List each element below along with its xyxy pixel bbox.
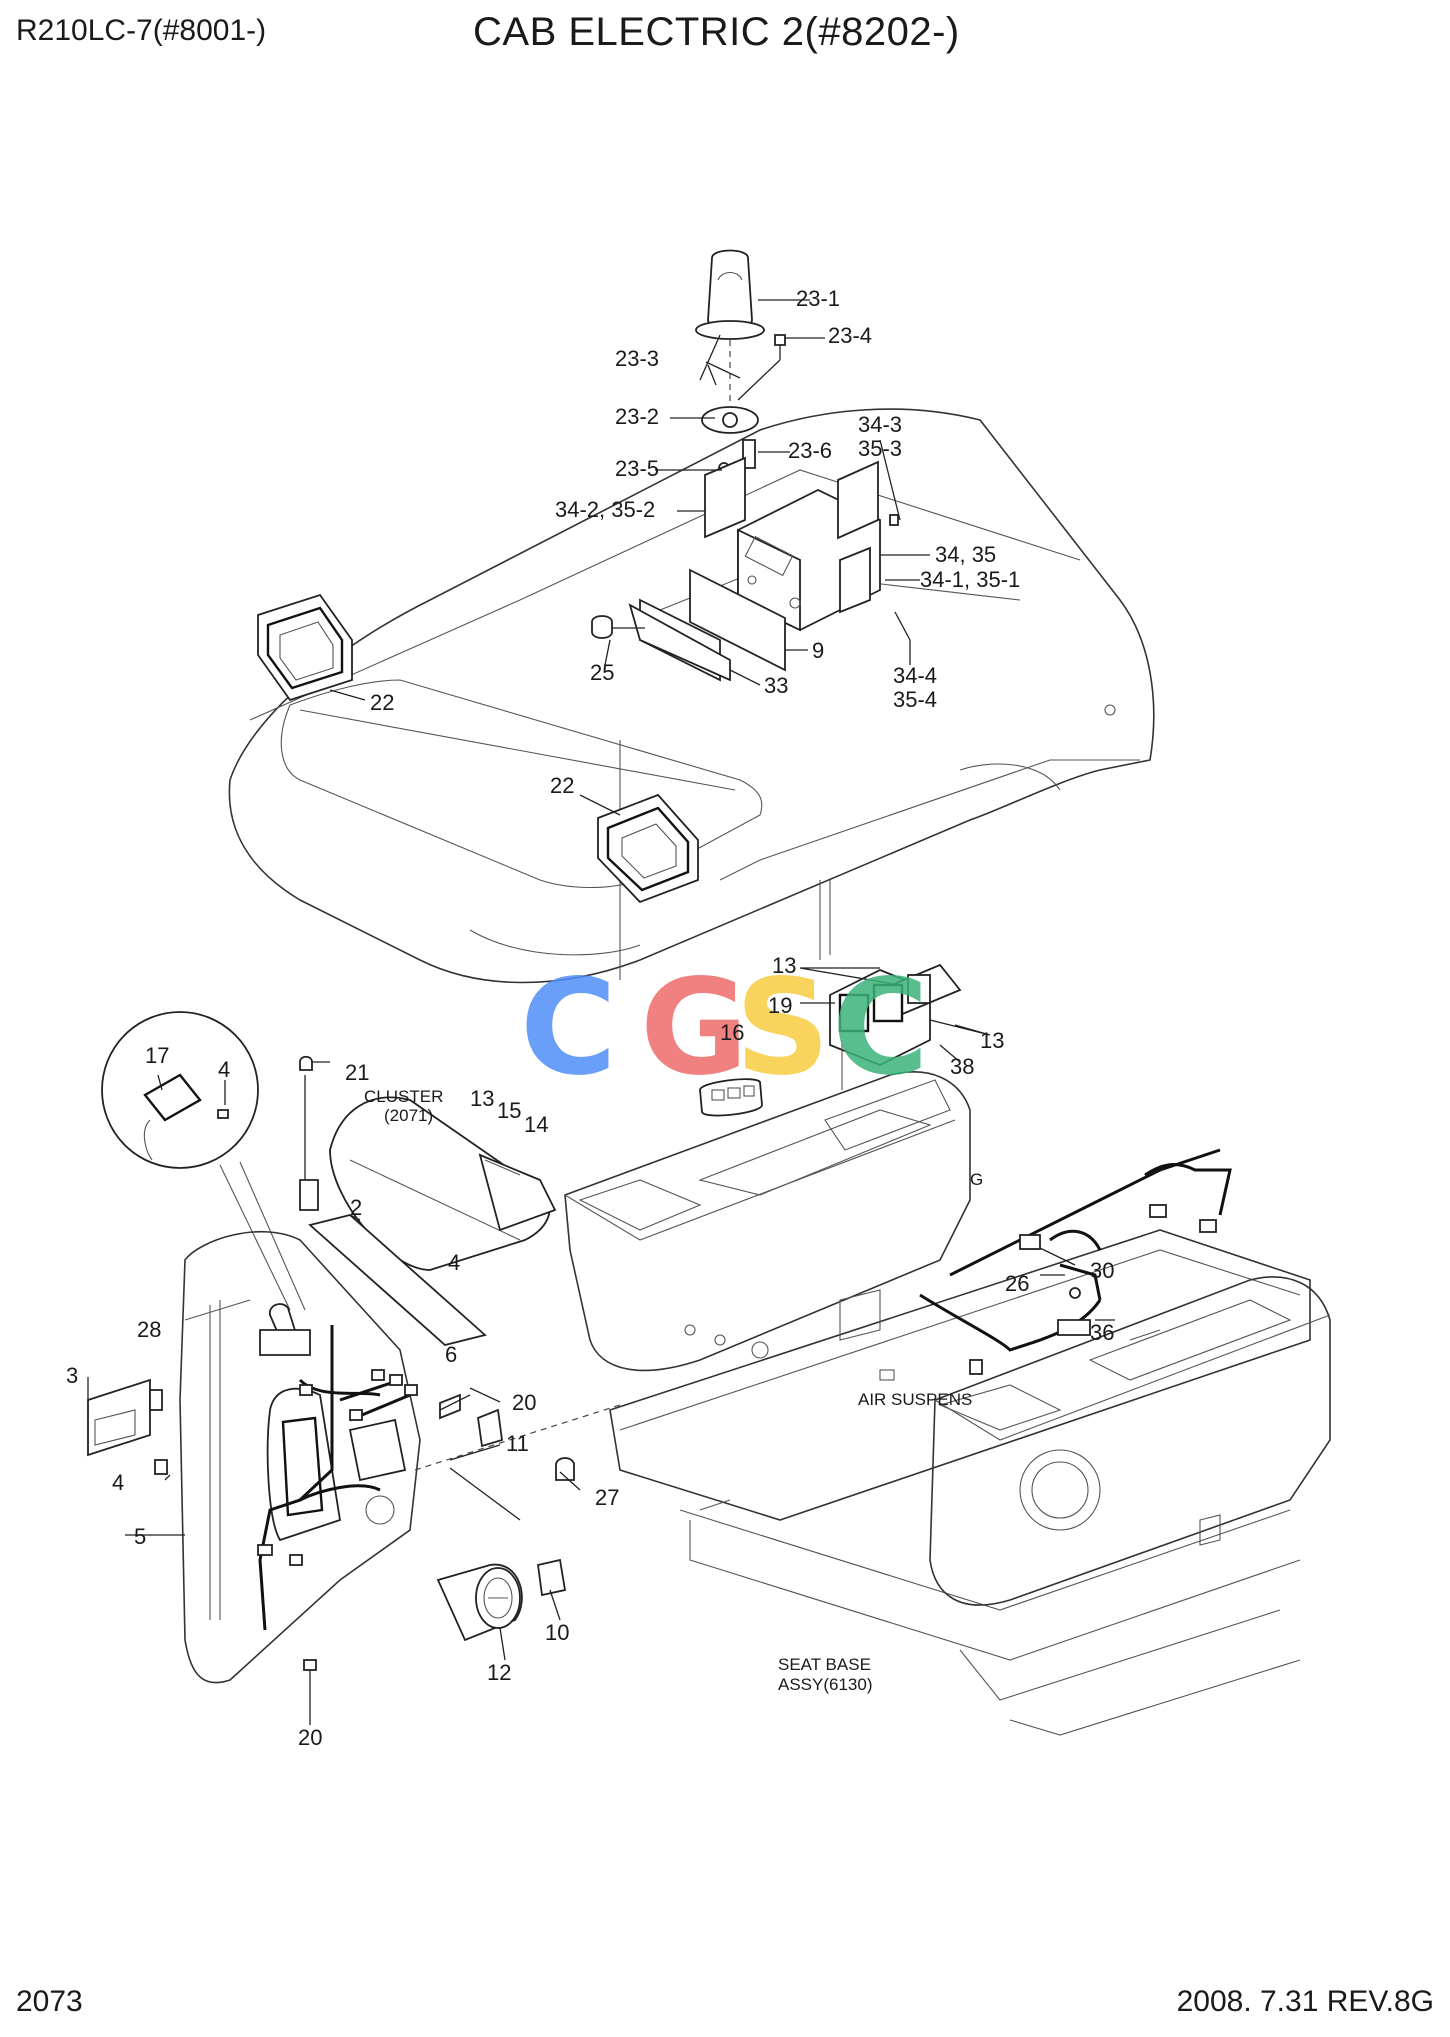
watermark-letter: C — [520, 951, 617, 1105]
callout: 36 — [1090, 1320, 1114, 1345]
bracket-3 — [87, 1377, 163, 1457]
side-panel — [179, 1231, 421, 1684]
model-number: R210LC-7(#8001-) — [16, 14, 267, 47]
callout: 13 — [470, 1086, 494, 1111]
note-seat-base: SEAT BASE — [778, 1655, 871, 1674]
callout: 6 — [445, 1342, 457, 1367]
callout: 20 — [512, 1390, 536, 1415]
callout: 15 — [497, 1098, 521, 1123]
note-partial-g: G — [970, 1170, 983, 1189]
callout: 3 — [66, 1363, 78, 1388]
speaker-housing — [591, 568, 786, 682]
callout: 25 — [590, 660, 614, 685]
callout: 13 — [772, 953, 796, 978]
callout: 4 — [112, 1470, 124, 1495]
callout: 23-6 — [788, 438, 832, 463]
callout: 23-5 — [615, 456, 659, 481]
callout: 4 — [448, 1250, 460, 1275]
callout: 27 — [595, 1485, 619, 1510]
callout: 35-3 — [858, 436, 902, 461]
callout: 23-4 — [828, 323, 872, 348]
callout: 23-2 — [615, 404, 659, 429]
callout: 2 — [350, 1195, 362, 1220]
callout: 33 — [764, 673, 788, 698]
callout: 35-4 — [893, 687, 937, 712]
seat-base-console — [564, 1071, 1331, 1736]
bracket-2 — [299, 1055, 487, 1346]
callout: 10 — [545, 1620, 569, 1645]
callout: 14 — [524, 1112, 548, 1137]
callout: 23-1 — [796, 286, 840, 311]
callout: 28 — [137, 1317, 161, 1342]
callout: 12 — [487, 1660, 511, 1685]
leader-lines-top — [329, 299, 930, 816]
callout: 34-1, 35-1 — [920, 567, 1020, 592]
work-lamp-right — [597, 793, 699, 904]
remote-control-16 — [699, 1078, 763, 1117]
callout: 34-4 — [893, 663, 937, 688]
switch-panel — [799, 963, 991, 1090]
detail-circle — [101, 1011, 306, 1311]
cab-roof — [228, 408, 1155, 984]
callout: 30 — [1090, 1258, 1114, 1283]
callout: 34, 35 — [935, 542, 996, 567]
cgsc-watermark: C G S C — [520, 951, 929, 1105]
callout: 9 — [812, 638, 824, 663]
callout: 23-3 — [615, 346, 659, 371]
callout: 17 — [145, 1043, 169, 1068]
callout: 19 — [768, 993, 792, 1018]
watermark-letter: G — [640, 951, 748, 1105]
console-harness — [919, 1148, 1232, 1375]
hourmeter — [436, 1563, 523, 1642]
callout: 26 — [1005, 1271, 1029, 1296]
note-cluster-ref: (2071) — [384, 1106, 433, 1125]
page-title: CAB ELECTRIC 2(#8202-) — [473, 10, 960, 54]
note-cluster: CLUSTER — [364, 1087, 443, 1106]
callout: 4 — [218, 1057, 230, 1082]
panel-harness — [257, 1325, 418, 1631]
page-number: 2073 — [16, 1985, 83, 2018]
callout: 22 — [370, 690, 394, 715]
revision-date: 2008. 7.31 REV.8G — [1176, 1985, 1434, 2018]
watermark-letter: S — [735, 951, 830, 1105]
callout: 34-2, 35-2 — [555, 497, 655, 522]
callout: 20 — [298, 1725, 322, 1750]
callout: 5 — [134, 1524, 146, 1549]
callout: 13 — [980, 1028, 1004, 1053]
callout-labels: 23-1 23-4 23-3 23-2 23-6 23-5 34-3 35-3 … — [66, 286, 1114, 1750]
note-air-suspension: AIR SUSPENS — [858, 1390, 972, 1409]
callout: 38 — [950, 1054, 974, 1079]
callout: 21 — [345, 1060, 369, 1085]
watermark-letter: C — [832, 951, 929, 1105]
note-seat-base-ref: ASSY(6130) — [778, 1675, 873, 1694]
callout: 11 — [506, 1431, 529, 1456]
callout: 16 — [720, 1020, 744, 1045]
sensor-switches — [125, 1387, 621, 1725]
diagram-notes: CLUSTER (2071) AIR SUSPENS SEAT BASE ASS… — [364, 1087, 983, 1694]
callout: 34-3 — [858, 412, 902, 437]
callout: 22 — [550, 773, 574, 798]
work-lamp-left — [257, 593, 353, 702]
rotating-beacon — [695, 249, 786, 474]
